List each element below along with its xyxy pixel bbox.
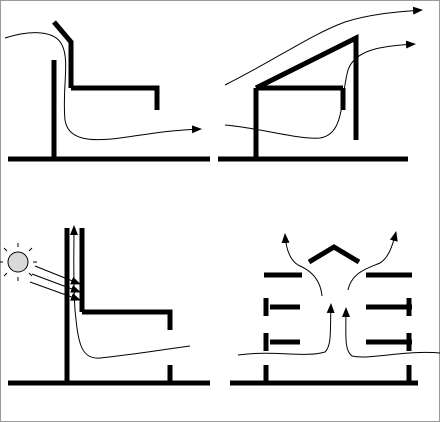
wall-stubs	[263, 298, 412, 383]
airflow-through-roof	[224, 40, 416, 139]
floor-slabs-left	[270, 304, 300, 345]
floor-slabs-right	[366, 304, 412, 345]
airflow-stack	[237, 231, 441, 358]
panel-stack-ventilation	[230, 231, 441, 386]
panel-solar-chimney	[0, 225, 210, 386]
roof-right-wall	[82, 309, 173, 330]
airflow-over-roof	[224, 6, 423, 86]
sun-icon	[7, 251, 29, 273]
panel-wind-over-roof	[218, 6, 423, 162]
sun-rays	[0, 243, 37, 281]
roof-slope	[254, 33, 359, 140]
solar-radiation-arrows	[29, 265, 81, 301]
roof-cap	[307, 244, 361, 265]
wall-upper-tilted	[52, 20, 74, 88]
airflow-path	[4, 32, 202, 141]
panel-wind-through-window	[4, 20, 210, 162]
roof-right-wall	[71, 85, 160, 110]
airflow-chimney	[69, 225, 191, 359]
